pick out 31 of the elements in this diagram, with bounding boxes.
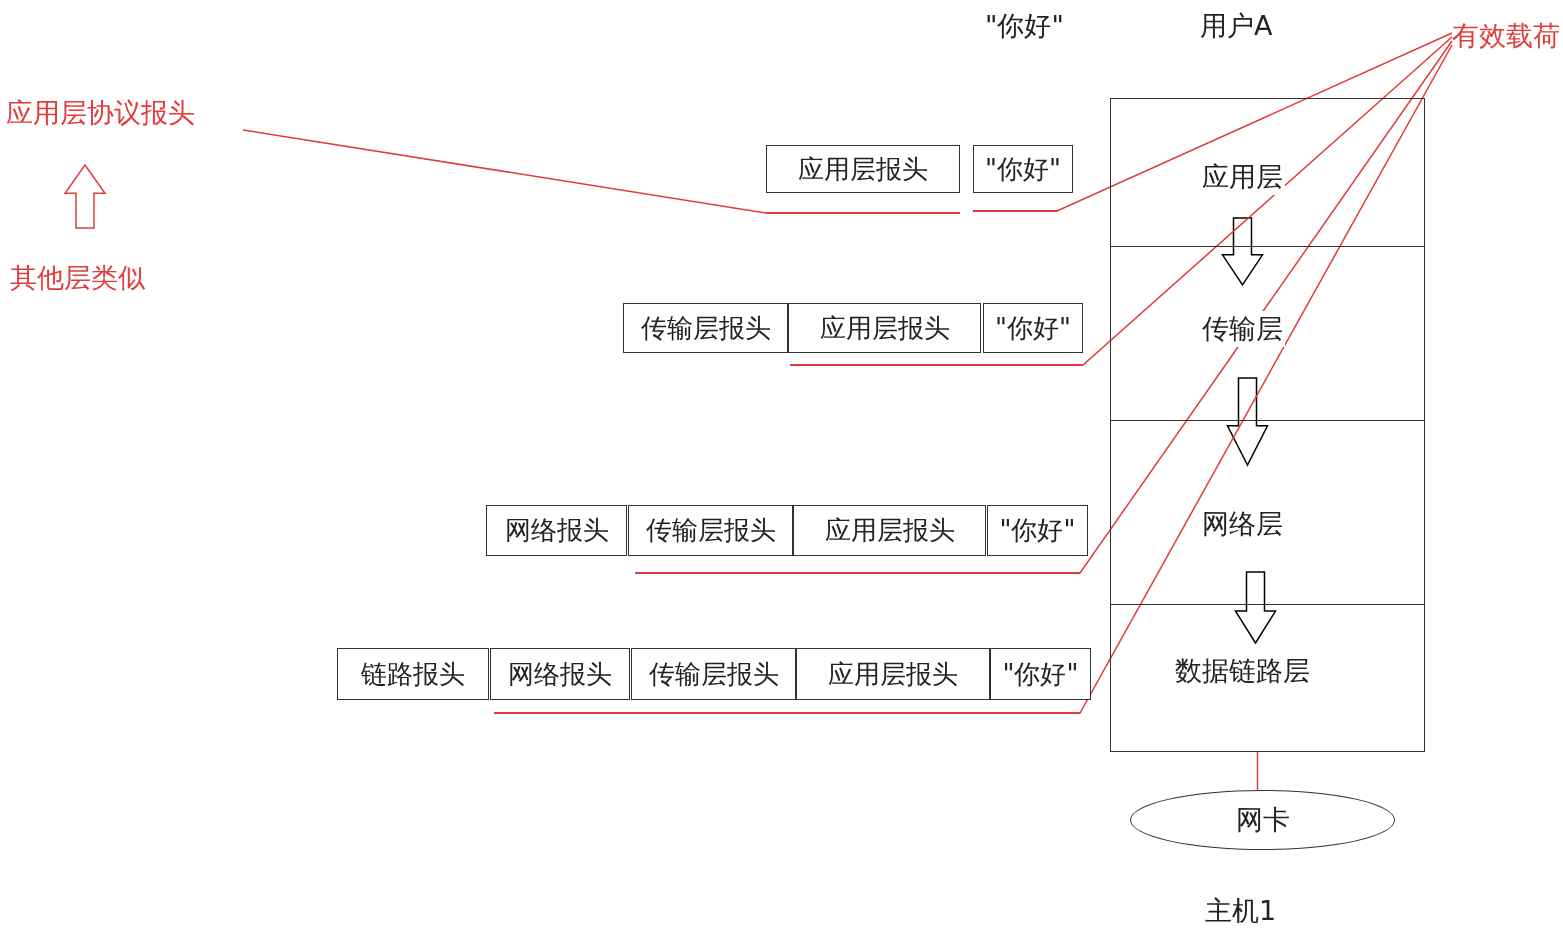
annotation-text: 其他层类似 <box>10 258 172 298</box>
annotation-text: 应用层协议报头 <box>6 92 226 134</box>
host-label: 用户A <box>1200 9 1273 43</box>
underline <box>766 212 960 214</box>
hollow-arrow <box>1234 571 1277 645</box>
header-box: 网络报头 <box>490 648 630 700</box>
header-box: 传输层报头 <box>631 648 796 700</box>
header-box: 链路报头 <box>337 648 489 700</box>
underline <box>790 364 1083 366</box>
header-box: 应用层报头 <box>766 145 960 193</box>
header-box: 应用层报头 <box>793 505 986 556</box>
header-box: 传输层报头 <box>623 303 788 353</box>
host-label: 主机1 <box>1205 894 1277 928</box>
header-box: 应用层报头 <box>796 648 990 700</box>
underline <box>635 572 1080 574</box>
underline <box>973 210 1057 212</box>
header-box: "你好" <box>990 648 1091 700</box>
header-box: "你好" <box>973 145 1073 193</box>
header-box: "你好" <box>983 303 1083 353</box>
hollow-arrow <box>1226 377 1269 467</box>
underline <box>494 712 1080 714</box>
header-box: 应用层报头 <box>788 303 981 353</box>
annotation-text: 有效载荷 <box>1452 15 1560 57</box>
connector-line <box>1256 751 1259 791</box>
header-box: 网络报头 <box>486 505 627 556</box>
hollow-arrow <box>1221 217 1264 287</box>
hollow-arrow <box>63 163 107 229</box>
message-text: "你好" <box>985 9 1064 43</box>
header-box: "你好" <box>987 505 1088 556</box>
header-box: 传输层报头 <box>628 505 793 556</box>
network-card-ellipse: 网卡 <box>1130 790 1395 850</box>
